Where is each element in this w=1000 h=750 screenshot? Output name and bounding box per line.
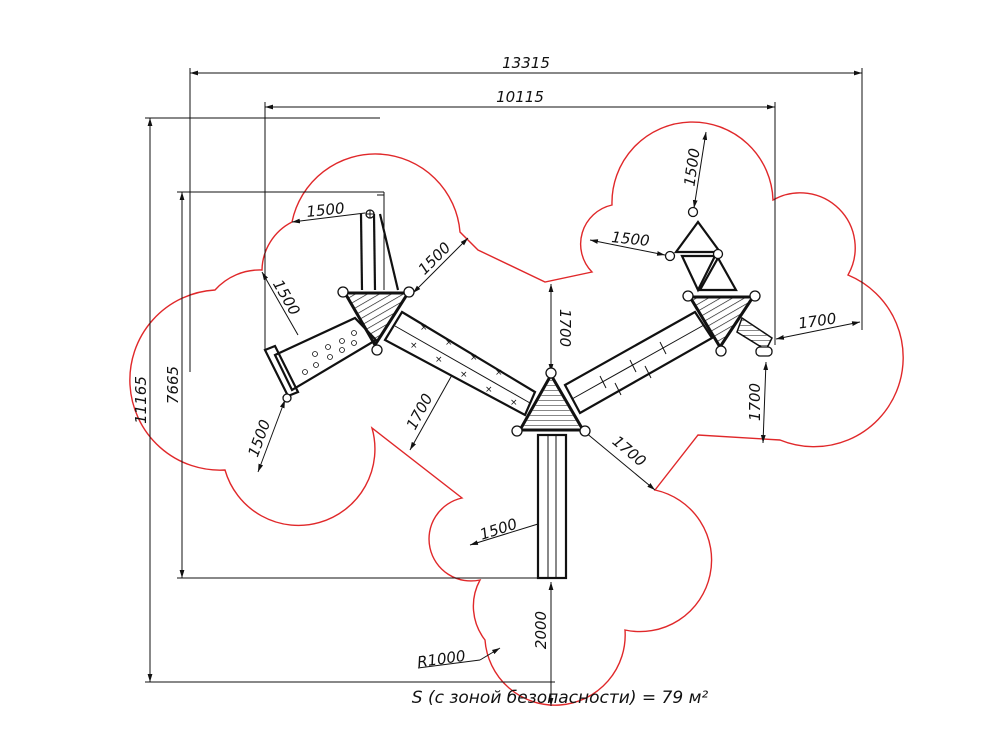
overall-width-label: 13315 <box>502 54 550 72</box>
left-rope-ladder <box>359 192 400 291</box>
zone-dim-bottom-side: 1500 <box>478 515 520 544</box>
left-bridge: ×××× ××××× <box>383 310 537 417</box>
center-slide <box>536 433 568 580</box>
safety-zone-outline <box>129 121 904 706</box>
zone-dim-center-top: 1700 <box>556 309 574 347</box>
zone-dim-center-right-diag: 1700 <box>609 432 650 470</box>
svg-text:×: × <box>510 398 518 408</box>
zone-radius-label: R1000 <box>416 647 467 672</box>
svg-text:×: × <box>470 353 478 363</box>
inner-width-label: 10115 <box>496 88 544 106</box>
overall-height-label: 11165 <box>132 376 150 424</box>
left-slide <box>263 316 378 403</box>
svg-text:×: × <box>435 355 443 365</box>
svg-text:×: × <box>445 338 453 348</box>
area-caption: S (с зоной безопасности) = 79 м² <box>411 688 709 708</box>
center-tower <box>511 367 591 437</box>
zone-dim-right-top: 1500 <box>680 147 703 187</box>
inner-height-label: 7665 <box>164 366 182 404</box>
svg-text:×: × <box>420 323 428 333</box>
right-tower <box>664 206 773 357</box>
svg-text:×: × <box>460 370 468 380</box>
zone-dim-left-top-diag: 1500 <box>415 239 455 279</box>
svg-text:×: × <box>485 385 493 395</box>
svg-text:×: × <box>495 368 503 378</box>
zone-dim-left-top: 1500 <box>306 199 346 221</box>
svg-text:×: × <box>410 341 418 351</box>
zone-dim-right-side: 1700 <box>797 309 837 332</box>
zone-dim-left-side: 1500 <box>269 276 304 318</box>
zone-dim-bottom: 2000 <box>532 611 550 649</box>
right-bridge <box>563 310 714 415</box>
zone-dim-left-bottom: 1500 <box>244 417 274 459</box>
dimension-lines <box>145 68 863 706</box>
zone-dim-right-bottom: 1700 <box>746 383 764 421</box>
left-tower <box>337 286 415 356</box>
zone-dim-right-top-side: 1500 <box>611 228 651 250</box>
